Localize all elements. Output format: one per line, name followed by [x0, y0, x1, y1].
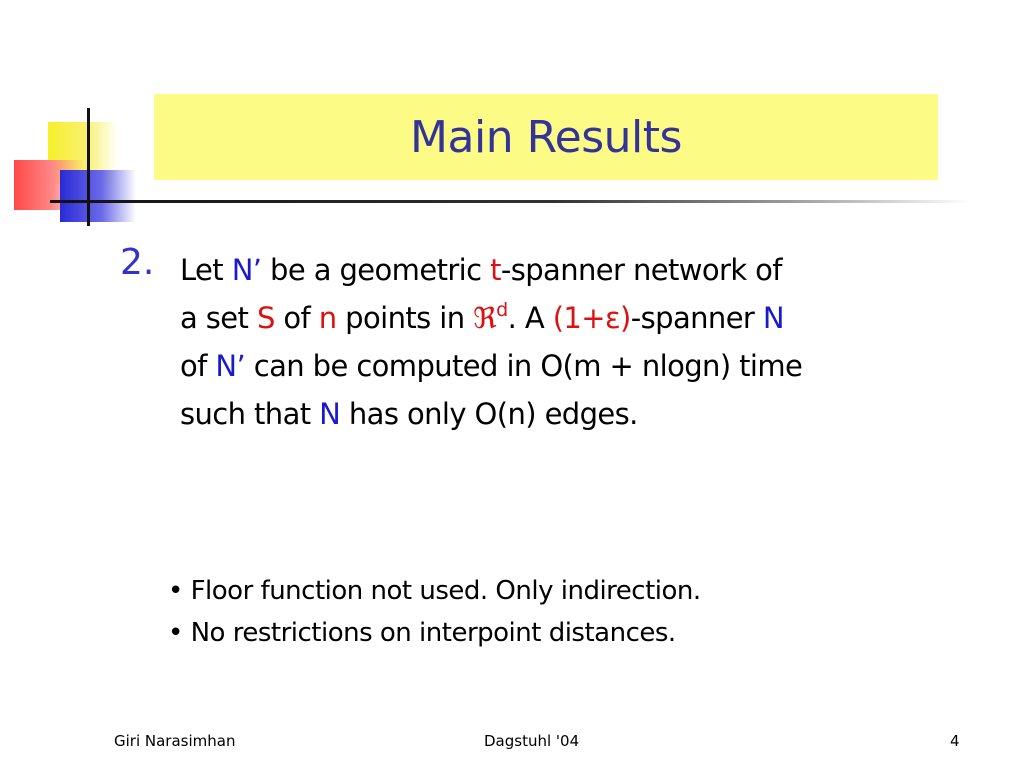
- footer-page-number: 4: [950, 732, 960, 750]
- var-s: S: [256, 301, 275, 335]
- main-result-text: Let N’ be a geometric t-spanner network …: [180, 246, 980, 438]
- list-item: • No restrictions on interpoint distance…: [168, 618, 676, 648]
- var-n: n: [318, 301, 337, 335]
- var-n-prime: N’: [231, 253, 262, 287]
- decor-vertical-rule: [87, 108, 90, 226]
- real-numbers-symbol: ℜ: [473, 301, 497, 335]
- one-plus-epsilon: (1+ε): [552, 301, 632, 335]
- var-big-n: N: [762, 301, 785, 335]
- footer-event: Dagstuhl '04: [484, 732, 580, 750]
- var-t: t: [490, 253, 501, 287]
- dimension-superscript: d: [496, 299, 508, 321]
- result-line-4: such that N has only O(n) edges.: [180, 397, 638, 431]
- item-number: 2.: [120, 242, 155, 283]
- var-n-prime: N’: [215, 349, 246, 383]
- list-item: • Floor function not used. Only indirect…: [168, 576, 701, 606]
- decor-blue-square: [60, 170, 136, 222]
- result-line-1: Let N’ be a geometric t-spanner network …: [180, 253, 783, 287]
- var-big-n: N: [319, 397, 341, 431]
- footer-author: Giri Narasimhan: [114, 732, 236, 750]
- result-line-2: a set S of n points in ℜd. A (1+ε)-spann…: [180, 299, 785, 336]
- title-banner: Main Results: [154, 94, 938, 180]
- notes-list: • Floor function not used. Only indirect…: [168, 570, 988, 654]
- slide-title: Main Results: [410, 111, 682, 163]
- result-line-3: of N’ can be computed in O(m + nlogn) ti…: [180, 349, 803, 383]
- title-underline-rule: [50, 200, 970, 203]
